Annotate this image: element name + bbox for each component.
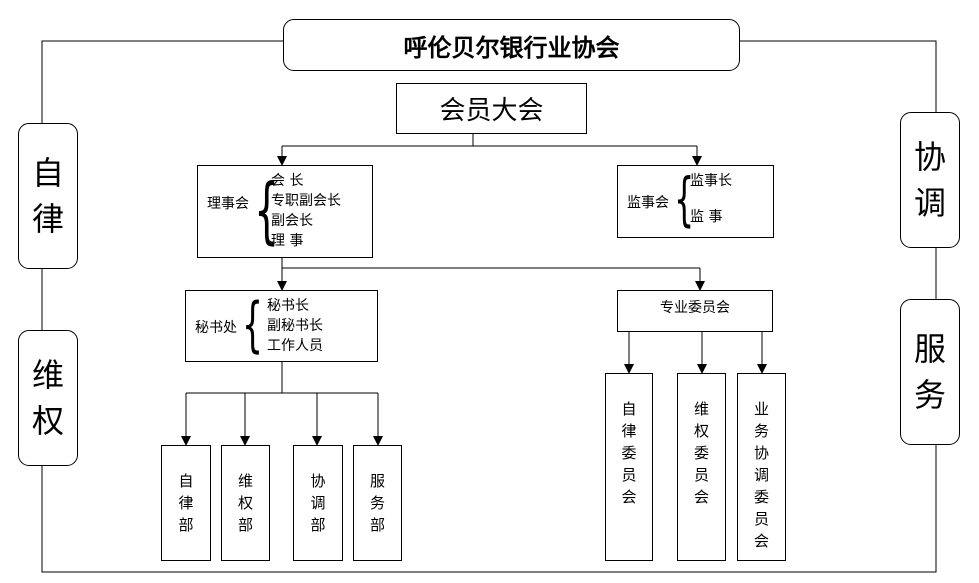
- supervisor-role: 监事长: [690, 173, 732, 189]
- committee-rights-protection: 维 权 委 员 会: [677, 373, 726, 561]
- committee-char: 员: [693, 466, 709, 484]
- pillar-char: 权: [31, 402, 64, 440]
- secretariat-role: 副秘书长: [267, 318, 323, 334]
- pillar-char: 律: [31, 200, 64, 238]
- dept-char: 服: [369, 472, 385, 490]
- dept-char: 部: [178, 516, 194, 534]
- pillar-self-discipline: 自 律: [18, 123, 78, 269]
- committee-char: 务: [753, 422, 769, 440]
- council-role: 理 事: [271, 233, 304, 249]
- dept-char: 权: [237, 494, 253, 512]
- committee-char: 委: [693, 444, 709, 462]
- committee-char: 会: [753, 532, 769, 550]
- secretariat-role: 工作人员: [267, 338, 323, 354]
- dept-char: 部: [310, 516, 326, 534]
- department-coordination: 协 调 部: [293, 445, 343, 561]
- committee-char: 会: [621, 488, 637, 506]
- dept-char: 调: [310, 494, 326, 512]
- general-assembly: 会员大会: [396, 83, 587, 134]
- dept-char: 协: [310, 472, 326, 490]
- secretariat-role: 秘书长: [267, 298, 309, 314]
- dept-char: 自: [178, 472, 194, 490]
- pillar-char: 服: [913, 330, 946, 368]
- supervisor-role: 监 事: [690, 209, 723, 225]
- committee-char: 调: [753, 466, 769, 484]
- association-title: 呼伦贝尔银行业协会: [283, 19, 740, 71]
- committee-char: 委: [753, 488, 769, 506]
- pillar-rights-protection: 维 权: [18, 330, 78, 466]
- supervisors-roles: 监事长 监 事: [690, 171, 732, 227]
- council-role: 会 长: [271, 173, 304, 189]
- committee-char: 自: [621, 400, 637, 418]
- committee-char: 协: [753, 444, 769, 462]
- committee-char: 业: [753, 400, 769, 418]
- dept-char: 部: [369, 516, 385, 534]
- dept-char: 律: [178, 494, 194, 512]
- supervisors-box: 监事会 { 监事长 监 事: [617, 165, 774, 238]
- pillar-char: 协: [913, 138, 946, 176]
- committee-char: 维: [693, 400, 709, 418]
- department-rights-protection: 维 权 部: [221, 445, 270, 561]
- department-self-discipline: 自 律 部: [161, 445, 211, 561]
- pillar-char: 调: [913, 184, 946, 222]
- secretariat-label: 秘书处: [195, 320, 237, 336]
- committee-char: 会: [693, 488, 709, 506]
- committee-self-discipline: 自 律 委 员 会: [605, 373, 653, 561]
- committees-box: 专业委员会: [617, 290, 773, 332]
- committee-char: 委: [621, 444, 637, 462]
- department-service: 服 务 部: [353, 445, 402, 561]
- committee-char: 权: [693, 422, 709, 440]
- committee-char: 律: [621, 422, 637, 440]
- brace-icon: {: [254, 168, 280, 252]
- brace-icon: {: [674, 165, 695, 233]
- pillar-coordination: 协 调: [900, 112, 960, 248]
- brace-icon: {: [242, 290, 264, 360]
- council-role: 专职副会长: [271, 193, 341, 209]
- secretariat-roles: 秘书长 副秘书长 工作人员: [267, 296, 323, 356]
- secretariat-box: 秘书处 { 秘书长 副秘书长 工作人员: [185, 290, 378, 362]
- dept-char: 部: [237, 516, 253, 534]
- council-role: 副会长: [271, 213, 313, 229]
- council-box: 理事会 { 会 长 专职副会长 副会长 理 事: [197, 165, 373, 258]
- committee-business-coordination: 业 务 协 调 委 员 会: [737, 373, 786, 561]
- committees-label: 专业委员会: [660, 300, 730, 316]
- committee-char: 员: [753, 510, 769, 528]
- council-roles: 会 长 专职副会长 副会长 理 事: [271, 171, 341, 251]
- dept-char: 务: [369, 494, 385, 512]
- dept-char: 维: [237, 472, 253, 490]
- pillar-char: 维: [31, 356, 64, 394]
- committee-char: 员: [621, 466, 637, 484]
- pillar-char: 自: [31, 154, 64, 192]
- pillar-char: 务: [913, 376, 946, 414]
- council-label: 理事会: [207, 196, 249, 212]
- outer-frame-line: [41, 40, 937, 573]
- pillar-service: 服 务: [900, 299, 960, 445]
- supervisors-label: 监事会: [627, 195, 669, 211]
